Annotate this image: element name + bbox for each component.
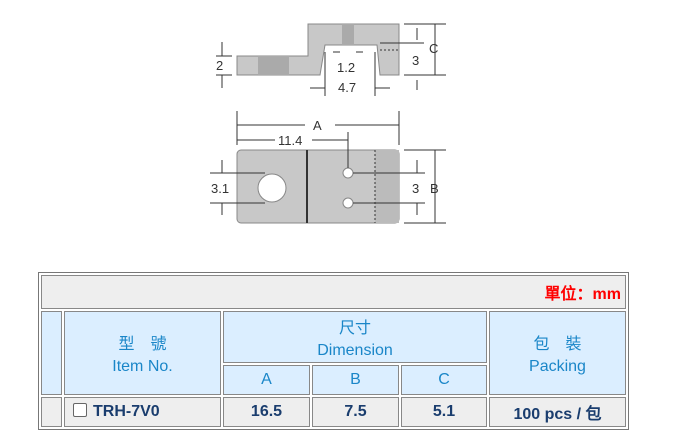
header-dim-zh: 尺寸 xyxy=(338,320,371,337)
header-dimension: 尺寸 Dimension xyxy=(223,311,487,363)
dim-3-top: 3 xyxy=(412,181,419,196)
dim-3-1: 3.1 xyxy=(211,181,229,196)
dim-11-4: 11.4 xyxy=(278,133,302,148)
item-checkbox[interactable] xyxy=(73,403,87,417)
header-item-en: Item No. xyxy=(112,358,173,375)
header-select xyxy=(41,311,62,395)
dim-1-2: 1.2 xyxy=(337,60,355,75)
header-packing: 包 裝 Packing xyxy=(489,311,626,395)
value-b: 7.5 xyxy=(312,397,399,427)
spec-table: 單位：mm 型 號 Item No. 尺寸 Dimension 包 裝 Packing… xyxy=(38,272,629,430)
header-pack-zh: 包 裝 xyxy=(533,336,582,353)
dim-2: 2 xyxy=(216,58,223,73)
side-view: 2 1.2 4.7 3 C xyxy=(216,23,446,96)
top-view: A 11.4 3.1 3 B xyxy=(210,111,446,224)
unit-label: 單位：mm xyxy=(41,275,626,309)
header-pack-en: Packing xyxy=(529,358,586,375)
value-packing: 100 pcs / 包 xyxy=(489,397,626,427)
dim-4-7: 4.7 xyxy=(338,80,356,95)
table-row: TRH-7V0 16.5 7.5 5.1 100 pcs / 包 xyxy=(41,397,626,427)
value-a: 16.5 xyxy=(223,397,310,427)
item-cell: TRH-7V0 xyxy=(64,397,221,427)
dim-B: B xyxy=(430,181,439,196)
dim-3-side: 3 xyxy=(412,53,419,68)
header-a: A xyxy=(223,365,310,395)
header-dim-en: Dimension xyxy=(317,342,393,359)
header-item-zh: 型 號 xyxy=(118,336,167,353)
dim-A: A xyxy=(313,118,322,133)
dim-C: C xyxy=(429,41,438,56)
part-drawing: 2 1.2 4.7 3 C A 11.4 3.1 3 B xyxy=(210,23,446,224)
header-item: 型 號 Item No. xyxy=(64,311,221,395)
value-c: 5.1 xyxy=(401,397,487,427)
row-select-cell xyxy=(41,397,62,427)
header-b: B xyxy=(312,365,399,395)
item-number: TRH-7V0 xyxy=(93,403,160,420)
header-c: C xyxy=(401,365,487,395)
